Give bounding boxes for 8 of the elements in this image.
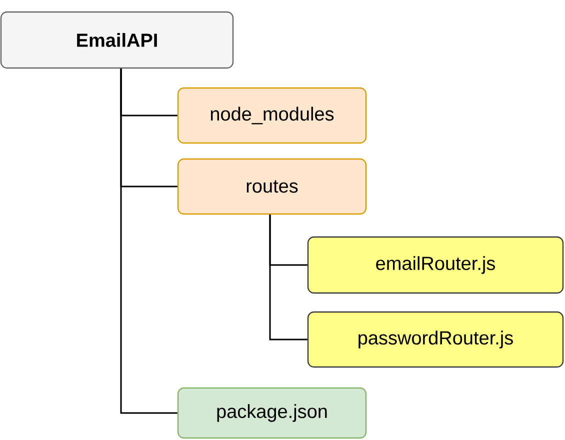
folder-box: EmailAPI <box>0 11 234 69</box>
folder-box: routes <box>177 158 367 215</box>
folder-box: node_modules <box>177 87 367 144</box>
tree-connector <box>269 214 308 340</box>
folder-box: package.json <box>177 387 367 439</box>
tree-connector <box>120 68 178 414</box>
folder-box: emailRouter.js <box>307 236 564 294</box>
folder-box: passwordRouter.js <box>307 311 564 368</box>
